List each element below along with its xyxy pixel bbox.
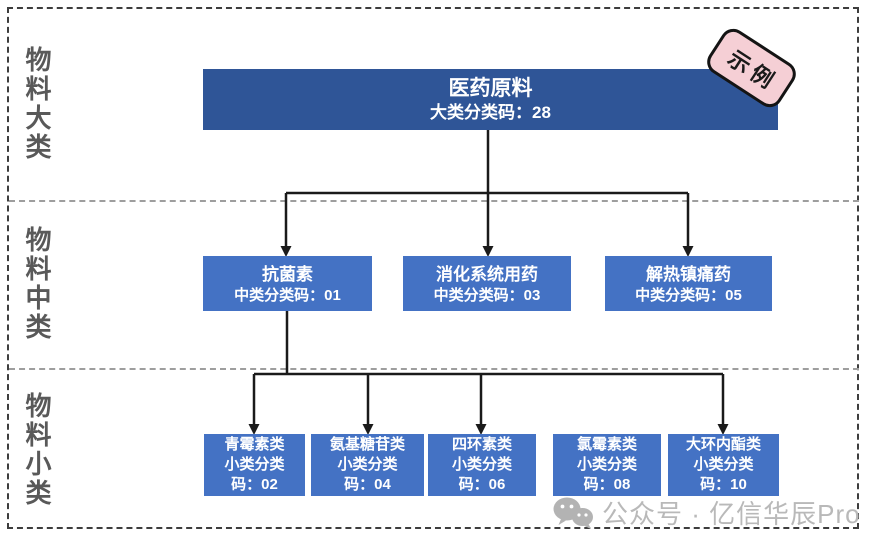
node-title: 氨基糖苷类	[329, 436, 405, 453]
wechat-icon	[553, 497, 593, 529]
node-code-line2: 码：02	[231, 476, 278, 493]
node-code-line1: 小类分类	[337, 456, 398, 473]
node-title: 消化系统用药	[436, 264, 538, 284]
section-label-major: 物料大类	[22, 45, 52, 162]
watermark-text: 公众号 · 亿信华辰Pro	[602, 499, 861, 529]
node-small-aminoglycoside: 氨基糖苷类 小类分类 码：04	[311, 434, 424, 496]
section-divider-1	[9, 200, 859, 202]
node-code-line2: 码：06	[458, 476, 506, 493]
node-title: 抗菌素	[262, 264, 313, 284]
node-middle-antipyretic: 解热镇痛药 中类分类码：05	[605, 256, 772, 311]
node-code-line2: 码：10	[700, 476, 747, 493]
section-label-middle-wrap: 物料中类	[12, 200, 62, 368]
node-code: 中类分类码：03	[433, 286, 541, 304]
node-code-line2: 码：04	[344, 476, 391, 493]
node-code-line2: 码：08	[583, 476, 631, 493]
section-label-small: 物料小类	[22, 391, 52, 508]
watermark: 公众号 · 亿信华辰Pro	[552, 494, 861, 531]
section-label-major-wrap: 物料大类	[12, 7, 62, 200]
node-code: 中类分类码：05	[635, 286, 742, 304]
node-root-code: 大类分类码：28	[430, 103, 551, 122]
dashed-outer-border	[7, 7, 859, 529]
node-code-line1: 小类分类	[451, 456, 512, 473]
node-title: 四环素类	[451, 436, 512, 453]
node-title: 青霉素类	[224, 436, 285, 453]
section-divider-2	[9, 368, 859, 370]
node-small-macrolide: 大环内酯类 小类分类 码：10	[668, 434, 779, 496]
node-middle-digestive: 消化系统用药 中类分类码：03	[403, 256, 571, 311]
node-small-chloramphenicol: 氯霉素类 小类分类 码：08	[553, 434, 661, 496]
node-code-line1: 小类分类	[576, 456, 637, 473]
node-small-tetracycline: 四环素类 小类分类 码：06	[428, 434, 536, 496]
node-title: 大环内酯类	[685, 436, 761, 453]
node-code: 中类分类码：01	[234, 286, 341, 304]
section-label-small-wrap: 物料小类	[12, 368, 62, 531]
node-small-penicillin: 青霉素类 小类分类 码：02	[204, 434, 305, 496]
node-code-line1: 小类分类	[693, 456, 754, 473]
node-title: 氯霉素类	[576, 436, 637, 453]
node-middle-antibiotic: 抗菌素 中类分类码：01	[203, 256, 372, 311]
node-title: 解热镇痛药	[646, 264, 731, 284]
node-code-line1: 小类分类	[224, 456, 285, 473]
node-root-title: 医药原料	[448, 77, 533, 100]
node-root-material: 医药原料 大类分类码：28	[203, 69, 778, 130]
section-label-middle: 物料中类	[22, 226, 52, 342]
